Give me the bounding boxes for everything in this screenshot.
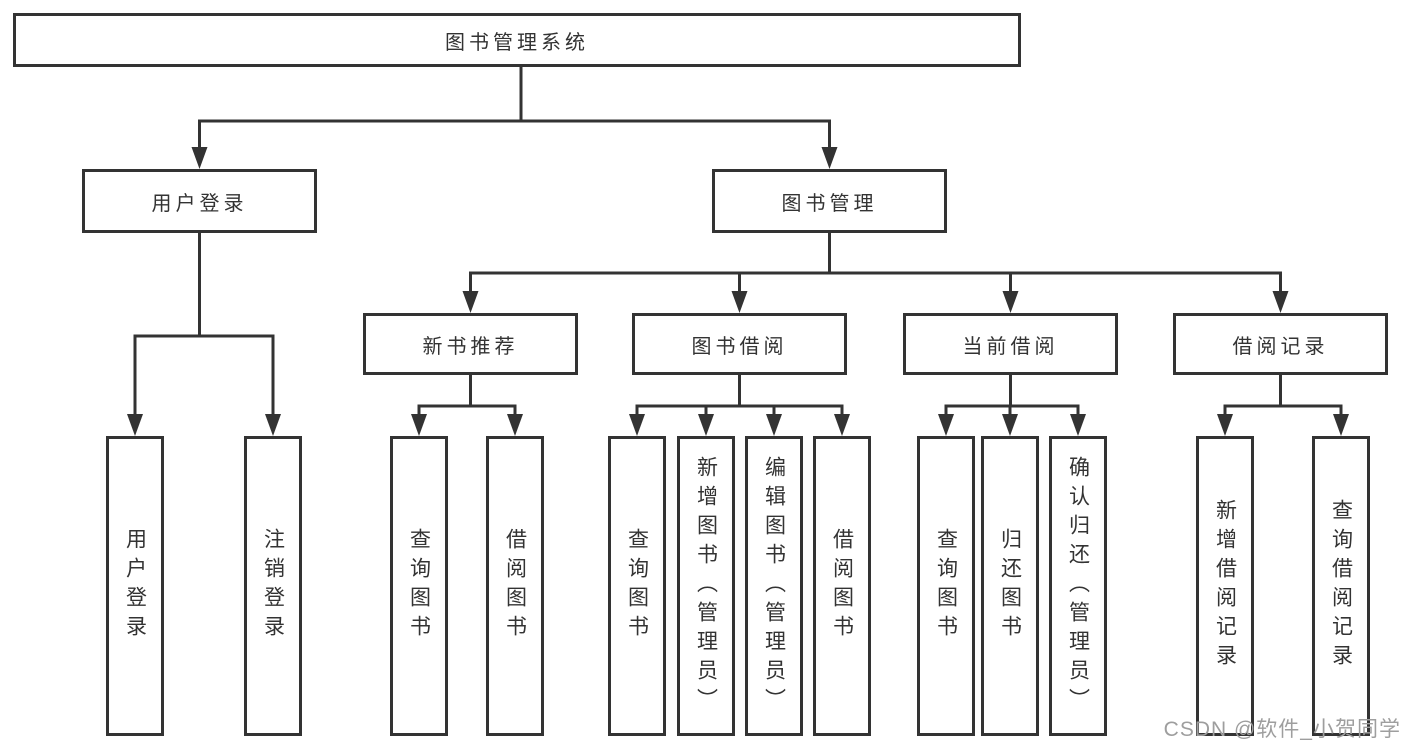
csdn-watermark: CSDN @软件_小贺同学	[1163, 718, 1401, 741]
leaf-edit-book-admin-label: 编辑图书（管理员）	[762, 455, 786, 717]
leaf-user-login-label: 用户登录	[123, 528, 147, 644]
leaf-query-borrow-record-label: 查询借阅记录	[1329, 499, 1353, 673]
node-new-book-recommend-label: 新书推荐	[422, 335, 519, 358]
leaf-borrow-query-books: 查询图书	[608, 436, 666, 736]
leaf-newbook-borrow-books: 借阅图书	[486, 436, 544, 736]
leaf-newbook-query-books-label: 查询图书	[407, 528, 431, 644]
leaf-logout: 注销登录	[244, 436, 302, 736]
leaf-add-book-admin: 新增图书（管理员）	[677, 436, 735, 736]
leaf-add-borrow-record: 新增借阅记录	[1196, 436, 1254, 736]
node-user-login: 用户登录	[82, 169, 317, 233]
leaf-newbook-borrow-books-label: 借阅图书	[503, 528, 527, 644]
connector-root	[198, 67, 831, 150]
node-library-system-label: 图书管理系统	[445, 31, 589, 54]
leaf-confirm-return-admin-label: 确认归还（管理员）	[1066, 455, 1090, 717]
leaf-current-query-books: 查询图书	[917, 436, 975, 736]
node-library-system: 图书管理系统	[13, 13, 1021, 67]
node-book-borrow-label: 图书借阅	[691, 335, 788, 358]
node-new-book-recommend: 新书推荐	[363, 313, 578, 375]
node-current-borrow: 当前借阅	[903, 313, 1118, 375]
arrowheads	[127, 147, 1349, 436]
connector-new-book	[417, 375, 517, 418]
node-book-management-label: 图书管理	[781, 192, 878, 215]
node-user-login-label: 用户登录	[151, 192, 248, 215]
connector-user-login	[133, 233, 275, 418]
node-book-management: 图书管理	[712, 169, 947, 233]
connector-current-borrow	[944, 375, 1080, 418]
leaf-return-book-label: 归还图书	[998, 528, 1022, 644]
leaf-return-book: 归还图书	[981, 436, 1039, 736]
leaf-borrow-borrow-books: 借阅图书	[813, 436, 871, 736]
connector-book-management	[469, 233, 1282, 295]
node-borrow-records: 借阅记录	[1173, 313, 1388, 375]
leaf-logout-label: 注销登录	[261, 528, 285, 644]
connector-borrow-records	[1223, 375, 1343, 418]
leaf-newbook-query-books: 查询图书	[390, 436, 448, 736]
leaf-add-book-admin-label: 新增图书（管理员）	[694, 455, 718, 717]
leaf-current-query-books-label: 查询图书	[934, 528, 958, 644]
node-book-borrow: 图书借阅	[632, 313, 847, 375]
leaf-borrow-query-books-label: 查询图书	[625, 528, 649, 644]
node-borrow-records-label: 借阅记录	[1232, 335, 1329, 358]
leaf-edit-book-admin: 编辑图书（管理员）	[745, 436, 803, 736]
leaf-user-login: 用户登录	[106, 436, 164, 736]
leaf-borrow-borrow-books-label: 借阅图书	[830, 528, 854, 644]
node-current-borrow-label: 当前借阅	[962, 335, 1059, 358]
leaf-add-borrow-record-label: 新增借阅记录	[1213, 499, 1237, 673]
connector-book-borrow	[635, 375, 844, 418]
leaf-confirm-return-admin: 确认归还（管理员）	[1049, 436, 1107, 736]
leaf-query-borrow-record: 查询借阅记录	[1312, 436, 1370, 736]
